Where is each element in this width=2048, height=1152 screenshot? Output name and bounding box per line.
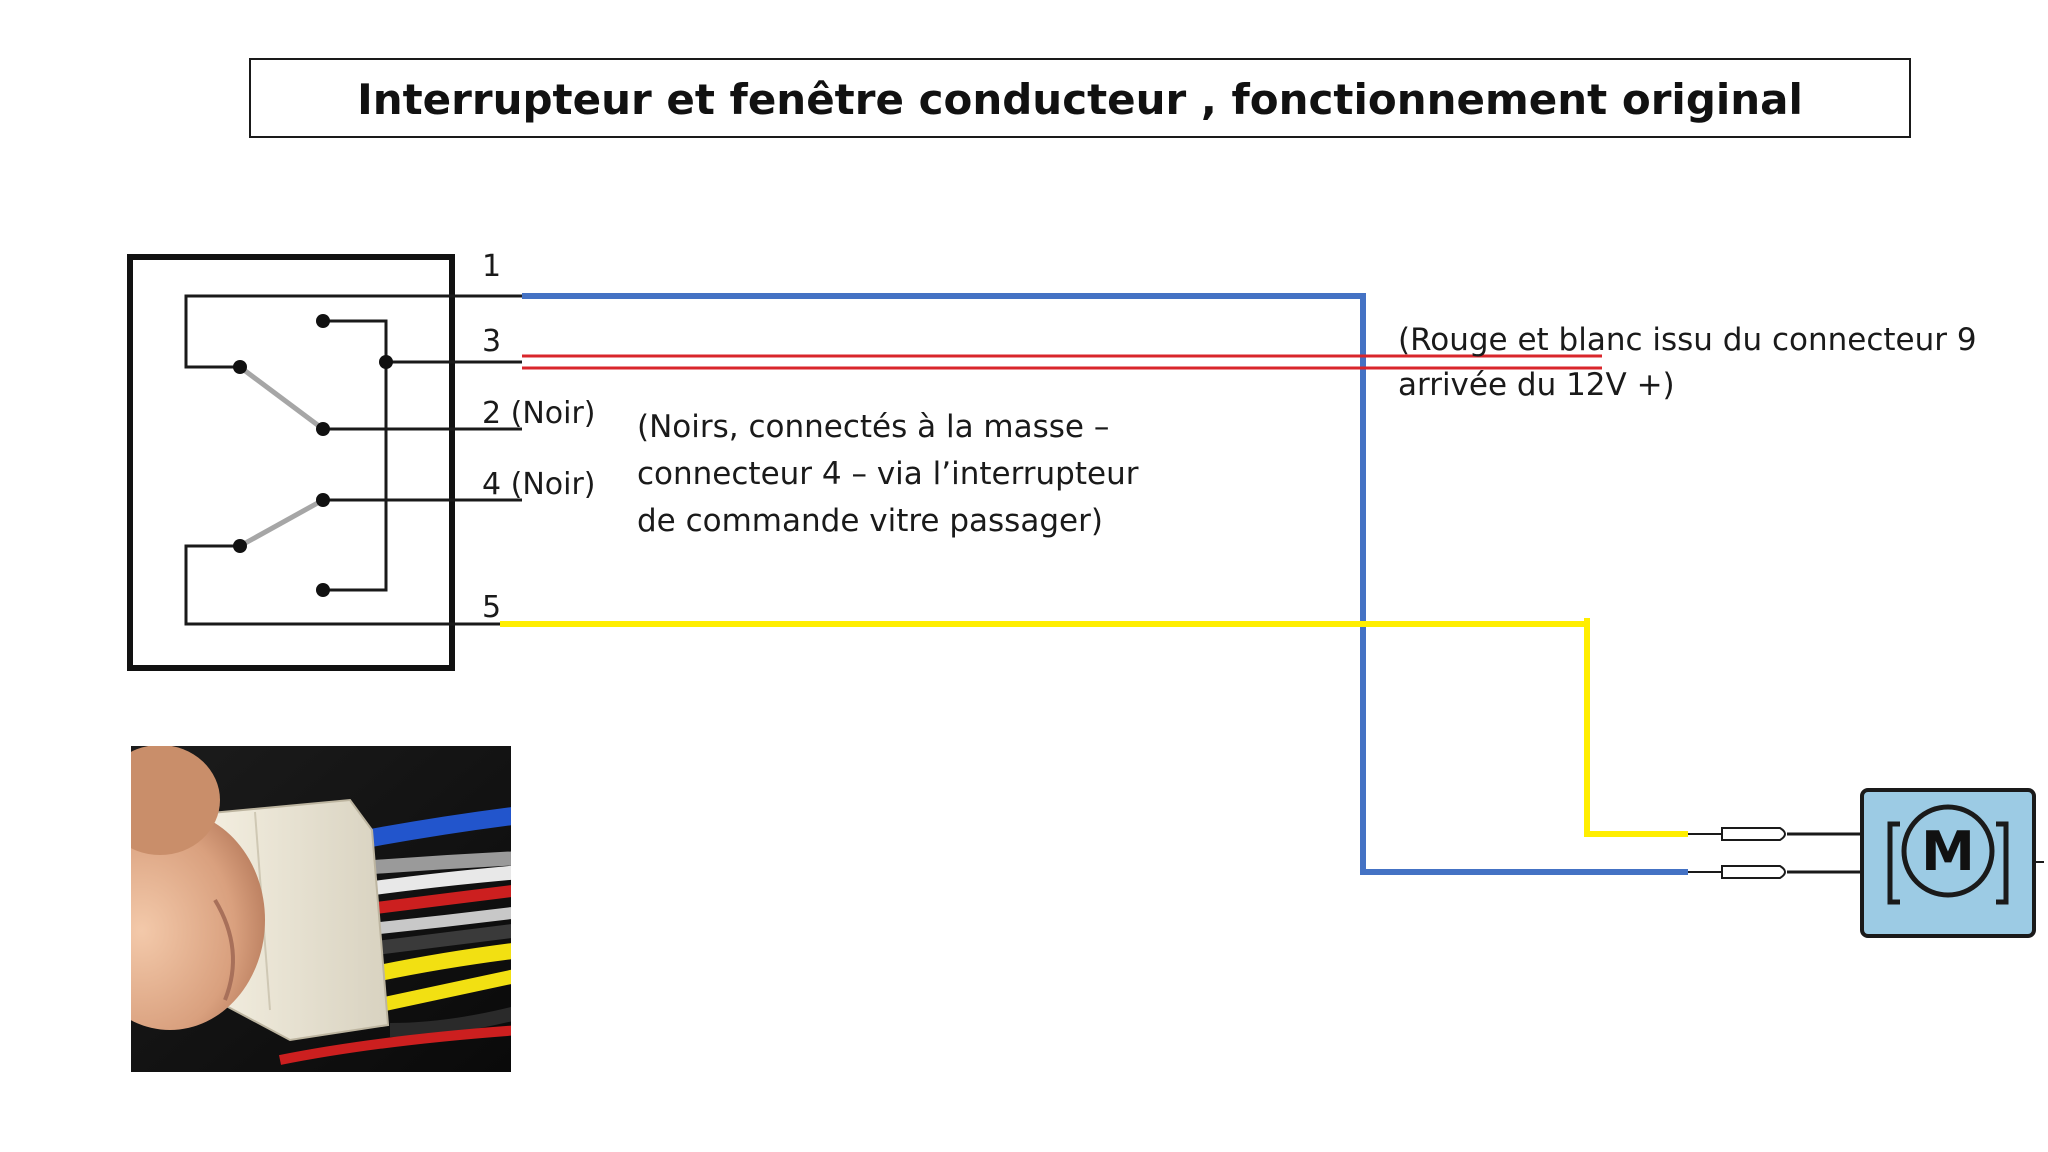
title-frame xyxy=(249,58,1911,138)
ground-note-line: (Noirs, connectés à la masse – xyxy=(637,409,1109,445)
switch-arm-upper xyxy=(238,364,325,432)
switch-wire-pin1 xyxy=(184,294,522,369)
pin-label-3: 3 xyxy=(482,324,501,359)
motor: M xyxy=(1860,788,2044,938)
ground-note-line: connecteur 4 – via l’interrupteur xyxy=(637,456,1139,492)
pin-label-1: 1 xyxy=(482,249,501,284)
spade-terminal xyxy=(1721,865,1786,879)
pin-label-4: 4 (Noir) xyxy=(482,467,596,502)
contact-dot xyxy=(316,493,330,507)
contact-dot xyxy=(316,583,330,597)
switch-housing xyxy=(127,254,455,671)
switch-wire-pin5 xyxy=(184,544,500,626)
wire-red-white xyxy=(522,354,1602,370)
connector-photo xyxy=(131,746,511,1072)
ground-note: (Noirs, connectés à la masse – connecteu… xyxy=(637,409,1139,539)
contact-dot xyxy=(379,355,393,369)
page-title: Interrupteur et fenêtre conducteur , fon… xyxy=(357,75,1803,124)
motor-connector xyxy=(1688,827,1862,879)
motor-bracket-left xyxy=(1887,821,1900,905)
supply-note-line: (Rouge et blanc issu du connecteur 9 xyxy=(1398,322,1977,358)
pin-label-2: 2 (Noir) xyxy=(482,396,596,431)
supply-note-line: arrivée du 12V +) xyxy=(1398,367,1675,403)
pin-label-5: 5 xyxy=(482,590,501,625)
ground-note-line: de commande vitre passager) xyxy=(637,503,1103,539)
motor-letter: M xyxy=(1921,820,1975,883)
motor-symbol xyxy=(1901,804,1995,898)
supply-note: (Rouge et blanc issu du connecteur 9 arr… xyxy=(1398,322,1977,403)
contact-dot xyxy=(233,539,247,553)
switch-bus-bar xyxy=(323,319,388,592)
finger xyxy=(131,746,220,855)
motor-bracket-right xyxy=(1996,821,2009,905)
contact-dot xyxy=(233,360,247,374)
wire-blue xyxy=(522,293,1688,875)
spade-terminal xyxy=(1721,827,1786,841)
wire-yellow xyxy=(500,621,1688,837)
contact-dot xyxy=(316,422,330,436)
switch-arm-lower xyxy=(238,497,325,549)
title-box: Interrupteur et fenêtre conducteur , fon… xyxy=(249,58,1911,138)
contact-dot xyxy=(316,314,330,328)
switch-block xyxy=(127,254,522,671)
